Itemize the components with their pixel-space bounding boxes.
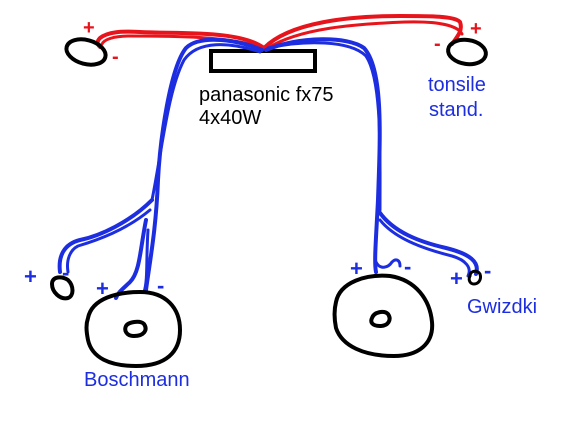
minus-sign-rear-right-woofer: -: [404, 254, 412, 279]
rear-right-speaker-label: Gwizdki: [467, 296, 538, 318]
wire-branch-right-tweeter-2: [378, 218, 471, 278]
front-right-speaker-label-line1: tonsile: [428, 74, 486, 96]
wire-negative-left-2: [150, 43, 262, 202]
minus-sign-front-right: -: [434, 33, 441, 55]
head-unit-power-label: 4x40W: [199, 107, 262, 129]
speaker-rear-right-woofer: [332, 273, 435, 359]
speaker-rear-right-cone: [369, 309, 392, 329]
wire-branch-left-woofer: [114, 218, 148, 300]
head-unit-box: [209, 49, 317, 73]
speaker-rear-right-tweeter: [467, 269, 482, 286]
front-right-speaker-label-line2: stand.: [429, 99, 484, 121]
wire-negative-right-2: [266, 41, 382, 212]
plus-sign-rear-right-woofer: +: [350, 256, 363, 281]
wire-positive-right-2: [266, 20, 464, 50]
wire-negative-right: [264, 37, 382, 274]
plus-sign-rear-left-woofer: +: [96, 276, 109, 301]
wire-branch-left-woofer-2: [142, 228, 150, 294]
wire-branch-right-tweeter: [376, 208, 479, 276]
plus-sign-front-right: +: [470, 18, 482, 40]
head-unit-model-label: panasonic fx75: [199, 84, 334, 106]
speaker-rear-left-woofer: [84, 289, 183, 369]
minus-sign-rear-left-tweeter: -: [62, 260, 70, 285]
speaker-rear-left-cone: [123, 319, 148, 339]
wire-branch-left-tweeter-2: [66, 208, 152, 274]
plus-sign-rear-right-tweeter: +: [450, 266, 463, 291]
plus-sign-front-left: +: [83, 17, 95, 39]
minus-sign-rear-left-woofer: -: [157, 273, 165, 298]
wire-negative-left: [144, 37, 264, 292]
wire-branch-left-tweeter: [57, 198, 154, 274]
speaker-front-right: [446, 37, 488, 67]
minus-sign-rear-right-tweeter: -: [484, 258, 492, 283]
rear-left-speaker-label: Boschmann: [84, 369, 190, 391]
wire-branch-right-woofer: [374, 258, 402, 269]
minus-sign-front-left: -: [112, 46, 119, 68]
plus-sign-rear-left-tweeter: +: [24, 264, 37, 289]
speaker-rear-left-tweeter: [49, 275, 75, 301]
speaker-front-left: [64, 37, 108, 67]
